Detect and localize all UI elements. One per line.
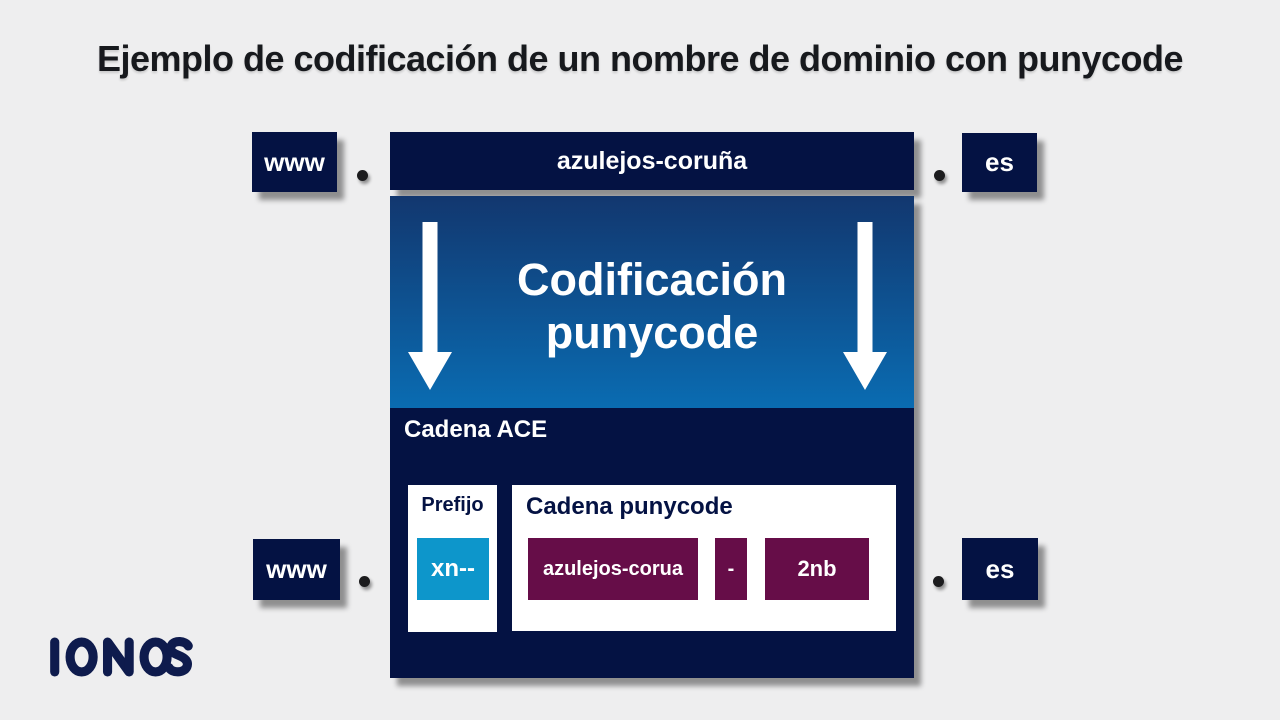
domain-label: azulejos-coruña [556, 146, 748, 175]
ionos-logo [48, 635, 194, 679]
dot-separator-bottom-left [359, 576, 370, 587]
domain-box: azulejos-coruña [390, 132, 914, 190]
subdomain-box-bottom: www [253, 539, 340, 600]
prefix-value: xn-- [431, 555, 475, 582]
tld-box-top: es [962, 133, 1037, 192]
encoding-column: Codificación punycode Cadena ACE Prefijo… [390, 196, 914, 678]
subdomain-box-top: www [252, 132, 337, 192]
down-arrow-right-icon [843, 222, 887, 390]
tld-label-top: es [985, 147, 1014, 177]
punycode-separator-segment: - [715, 538, 747, 600]
process-label-line2: punycode [545, 307, 759, 358]
punycode-segment-label: 2nb [797, 556, 837, 581]
punycode-segment: azulejos-corua [528, 538, 698, 600]
page-title: Ejemplo de codificación de un nombre de … [96, 38, 1184, 79]
punycode-label: Cadena punycode [526, 493, 733, 520]
prefix-label: Prefijo [421, 494, 484, 516]
tld-box-bottom: es [962, 538, 1038, 600]
prefix-panel: Prefijo xn-- [408, 485, 497, 632]
ace-box: Cadena ACE Prefijo xn-- Cadena punycode … [390, 408, 914, 678]
punycode-segment-label: - [727, 557, 735, 580]
process-label: Codificación punycode [517, 253, 787, 359]
punycode-encoding-box: Codificación punycode [390, 196, 914, 408]
ace-title: Cadena ACE [404, 416, 548, 443]
tld-label-bottom: es [985, 553, 1015, 584]
ionos-logo-glyphs [50, 637, 193, 677]
process-label-line1: Codificación [516, 253, 788, 305]
punycode-segment-label: azulejos-corua [542, 557, 684, 580]
punycode-segment: 2nb [765, 538, 869, 600]
punycode-panel: Cadena punycode azulejos-corua - 2nb [512, 485, 896, 631]
subdomain-label-bottom: www [266, 554, 327, 584]
down-arrow-left-icon [408, 222, 452, 390]
prefix-value-box: xn-- [417, 538, 489, 600]
dot-separator-top-right [934, 170, 945, 181]
subdomain-label-top: www [264, 146, 325, 177]
dot-separator-top-left [357, 170, 368, 181]
dot-separator-bottom-right [933, 576, 944, 587]
